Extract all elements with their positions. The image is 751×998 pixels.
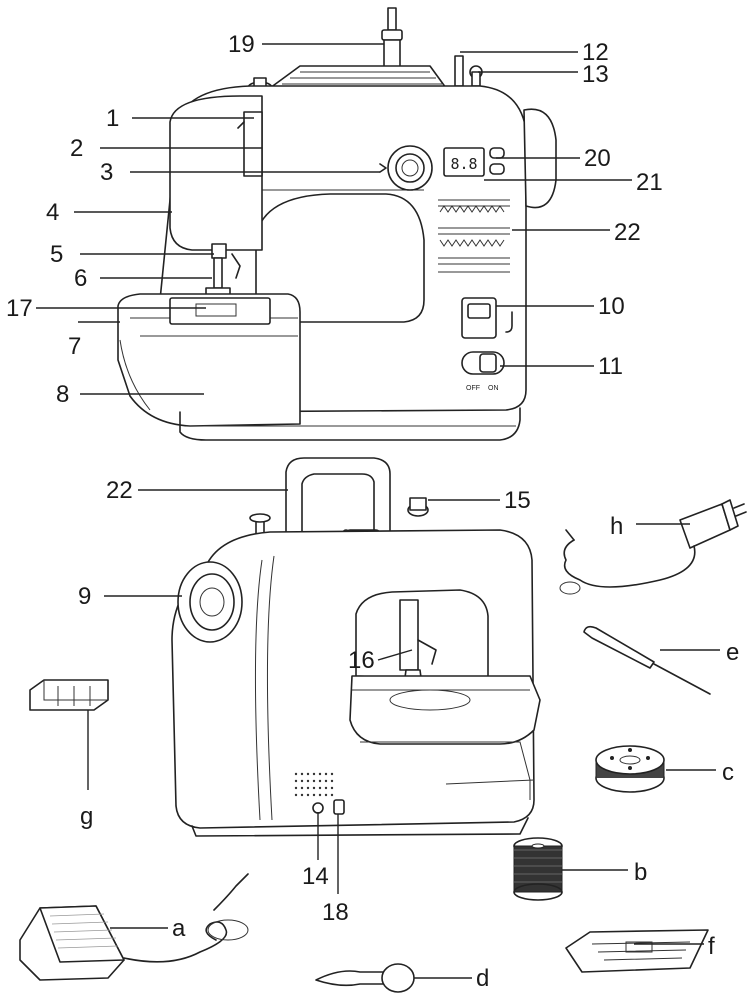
power-socket [334,800,344,814]
callout-16: 16 [348,647,375,674]
callout-20: 20 [584,145,611,172]
seam-ripper [584,627,710,694]
callout-7: 7 [68,333,81,360]
back-base-plate [350,676,540,744]
bobbin [596,746,664,792]
carry-handle [286,458,390,540]
switch-off-text: OFF [466,385,480,392]
callout-e: e [726,639,739,666]
callout-13: 13 [582,61,609,88]
power-adapter [560,500,746,594]
callout-19: 19 [228,31,255,58]
switch-on-text: ON [488,385,499,392]
callout-c: c [722,759,734,786]
callout-10: 10 [598,293,625,320]
callout-2: 2 [70,135,83,162]
callout-22-front: 22 [614,219,641,246]
led-display-digits: 8.8 [450,155,477,173]
led-display: 8.8 [444,148,484,176]
callout-14: 14 [302,863,329,890]
callout-22-back: 22 [106,477,133,504]
callout-h: h [610,513,623,540]
presser-foot [30,680,108,710]
stitch-selector-dial [388,146,432,190]
callout-g: g [80,803,93,830]
callout-f: f [708,933,715,960]
speed-down-button [490,164,504,174]
callout-3: 3 [100,159,113,186]
needle-plate-cover [566,930,708,972]
callout-d: d [476,965,489,992]
callout-9: 9 [78,583,91,610]
front-machine: 8.8 OFF ON [118,8,556,440]
callout-18: 18 [322,899,349,926]
thread-spool [514,838,562,900]
callout-11: 11 [598,353,623,380]
callout-4: 4 [46,199,59,226]
needle-threader [316,964,414,992]
callout-17: 17 [6,295,33,322]
callout-8: 8 [56,381,69,408]
callout-21: 21 [636,169,663,196]
callout-1: 1 [106,105,119,132]
callout-15: 15 [504,487,531,514]
hand-wheel [178,562,242,642]
foot-pedal [20,874,248,980]
needle-plate [170,298,270,324]
speed-up-button [490,148,504,158]
callout-6: 6 [74,265,87,292]
top-tray [270,66,446,88]
back-arm-opening [356,590,488,680]
thread-guide-post [455,56,463,86]
callout-a: a [172,915,186,942]
callout-b: b [634,859,647,886]
callout-5: 5 [50,241,63,268]
foot-pedal-socket [313,803,323,813]
